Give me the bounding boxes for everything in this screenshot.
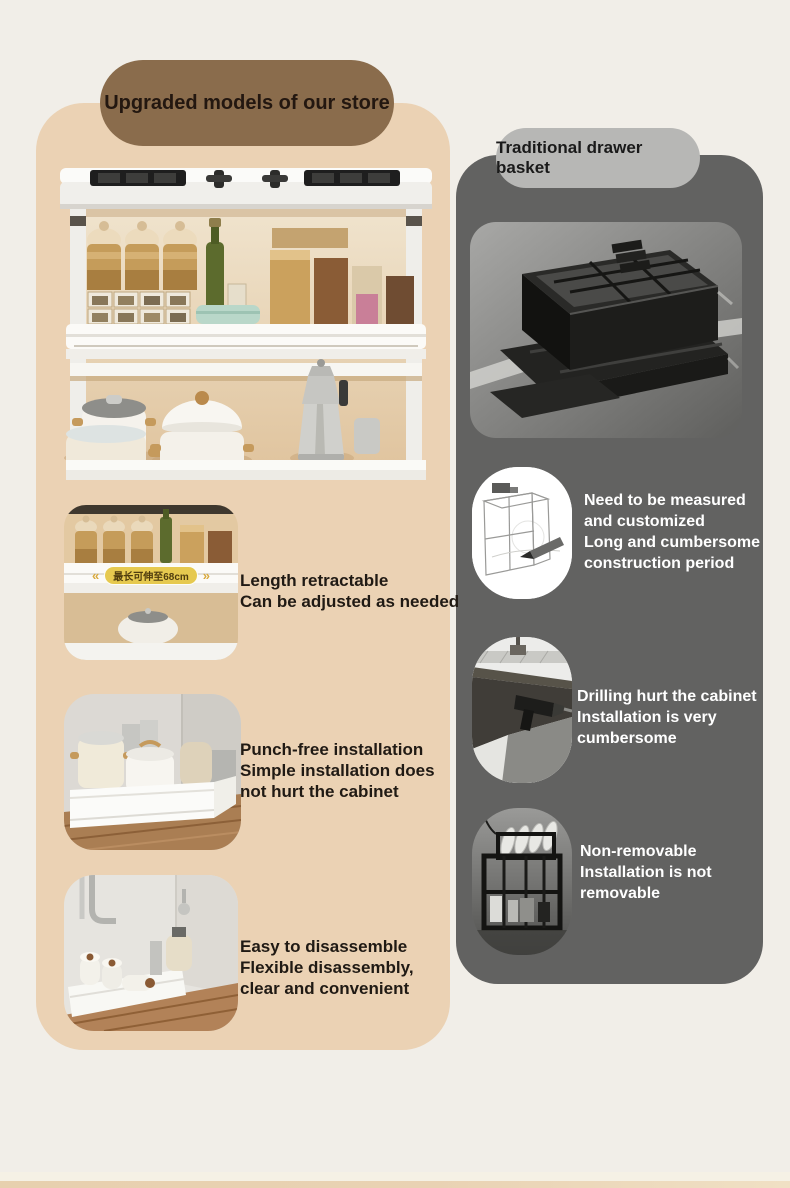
drawback-text-non-removable: Non-removable Installation is not remova… <box>580 841 712 904</box>
bottom-light-strip <box>0 1172 790 1181</box>
feature-text-disassemble: Easy to disassemble Flexible disassembly… <box>240 936 414 999</box>
feature-line: Easy to disassemble <box>240 937 408 956</box>
right-arrows-icon: » <box>202 568 211 583</box>
black-basket-illustration <box>470 222 742 438</box>
drawback-line: Long and cumbersome <box>584 534 761 551</box>
drawback-line: construction period <box>584 555 735 572</box>
drawback-line: and customized <box>584 513 705 530</box>
feature-line: clear and convenient <box>240 979 410 998</box>
cabinet-shelf-illustration <box>60 168 432 480</box>
feature-line: Flexible disassembly, <box>240 958 414 977</box>
drawback-line: Installation is not <box>580 864 712 881</box>
drawback-photo-measuring <box>472 467 572 599</box>
left-arrows-icon: « <box>91 568 100 583</box>
drawback-line: Drilling hurt the cabinet <box>577 688 757 705</box>
drawback-text-drilling: Drilling hurt the cabinet Installation i… <box>577 686 757 749</box>
feature-line: Simple installation does <box>240 761 435 780</box>
drawback-line: cumbersome <box>577 730 677 747</box>
drawback-photo-non-removable <box>472 808 572 955</box>
feature-text-punch-free: Punch-free installation Simple installat… <box>240 739 435 802</box>
drawback-text-measuring: Need to be measured and customized Long … <box>584 490 760 574</box>
fixed-rack-illustration <box>472 808 572 955</box>
cabinet-sketch-illustration <box>472 467 572 599</box>
feature-text-retractable: Length retractable Can be adjusted as ne… <box>240 570 459 612</box>
drilling-illustration <box>472 637 572 783</box>
feature-line: Punch-free installation <box>240 740 424 759</box>
main-product-photo <box>56 164 436 480</box>
feature-photo-punch-free <box>64 694 241 850</box>
traditional-basket-photo <box>470 222 742 438</box>
feature-photo-disassemble <box>64 875 238 1031</box>
drawback-photo-drilling <box>472 637 572 783</box>
drawback-line: Non-removable <box>580 843 697 860</box>
bottom-beige-strip <box>0 1181 790 1188</box>
feature-line: Length retractable <box>240 571 389 590</box>
upgraded-header-label: Upgraded models of our store <box>104 91 390 114</box>
feature-line: Can be adjusted as needed <box>240 592 460 611</box>
drawer-pots-illustration <box>64 694 241 850</box>
drawback-line: removable <box>580 885 661 902</box>
traditional-header-label: Traditional drawer basket <box>496 138 643 177</box>
extend-badge-row: « 最长可伸至68cm » <box>64 566 238 585</box>
drawback-line: Need to be measured <box>584 492 746 509</box>
upgraded-header-pill: Upgraded models of our store <box>100 60 394 146</box>
under-sink-illustration <box>64 875 238 1031</box>
feature-line: not hurt the cabinet <box>240 782 399 801</box>
traditional-header-pill: Traditional drawer basket <box>496 128 700 188</box>
drawback-line: Installation is very <box>577 709 717 726</box>
feature-photo-retractable: « 最长可伸至68cm » <box>64 505 238 660</box>
extend-length-badge: 最长可伸至68cm <box>104 566 198 585</box>
